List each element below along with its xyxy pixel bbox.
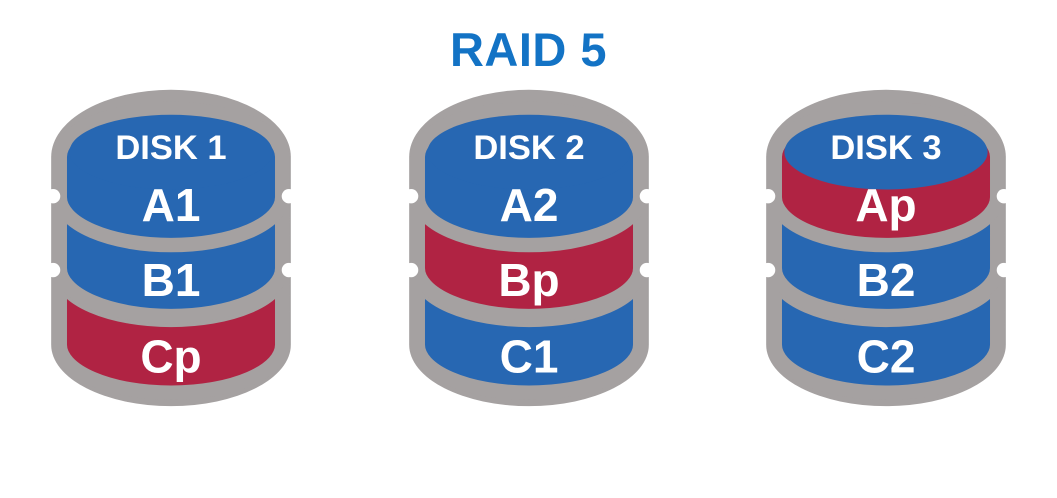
block-label: C1 (499, 330, 558, 382)
disk-top-cap (69, 114, 273, 190)
block-label: Bp (498, 254, 559, 306)
block-label: A2 (499, 179, 558, 231)
disk-1: DISK 1 A1 B1 Cp (32, 82, 310, 413)
block-label: B2 (857, 254, 916, 306)
disk-3: DISK 3 Ap B2 C2 (747, 82, 1025, 413)
junction-notch (281, 188, 297, 204)
block-label: Ap (855, 179, 916, 231)
disk-top-cap (784, 114, 988, 190)
disk-2: DISK 2 A2 Bp C1 (390, 82, 668, 413)
disk-3-cylinder: DISK 3 Ap B2 C2 (760, 89, 1012, 406)
block-label: Cp (140, 330, 201, 382)
block-label: A1 (142, 179, 201, 231)
junction-notch (45, 188, 61, 204)
junction-notch (403, 262, 418, 277)
junction-notch (45, 262, 61, 277)
junction-notch (996, 188, 1012, 204)
disk-name-label: DISK 2 (473, 129, 584, 167)
diagram-title: RAID 5 (449, 23, 608, 76)
block-label: C2 (857, 330, 916, 382)
junction-notch (639, 262, 654, 277)
junction-notch (639, 188, 654, 204)
junction-notch (281, 262, 297, 277)
junction-notch (403, 188, 418, 204)
disk-row: DISK 1 A1 B1 Cp DISK 2 A2 Bp C1 (0, 82, 1057, 413)
disk-2-cylinder: DISK 2 A2 Bp C1 (403, 89, 654, 406)
junction-notch (996, 262, 1012, 277)
disk-name-label: DISK 1 (115, 129, 226, 167)
disk-1-cylinder: DISK 1 A1 B1 Cp (45, 89, 297, 406)
disk-name-label: DISK 3 (830, 129, 941, 167)
block-label: B1 (142, 254, 201, 306)
junction-notch (760, 188, 776, 204)
junction-notch (760, 262, 776, 277)
disk-top-cap (426, 114, 631, 190)
